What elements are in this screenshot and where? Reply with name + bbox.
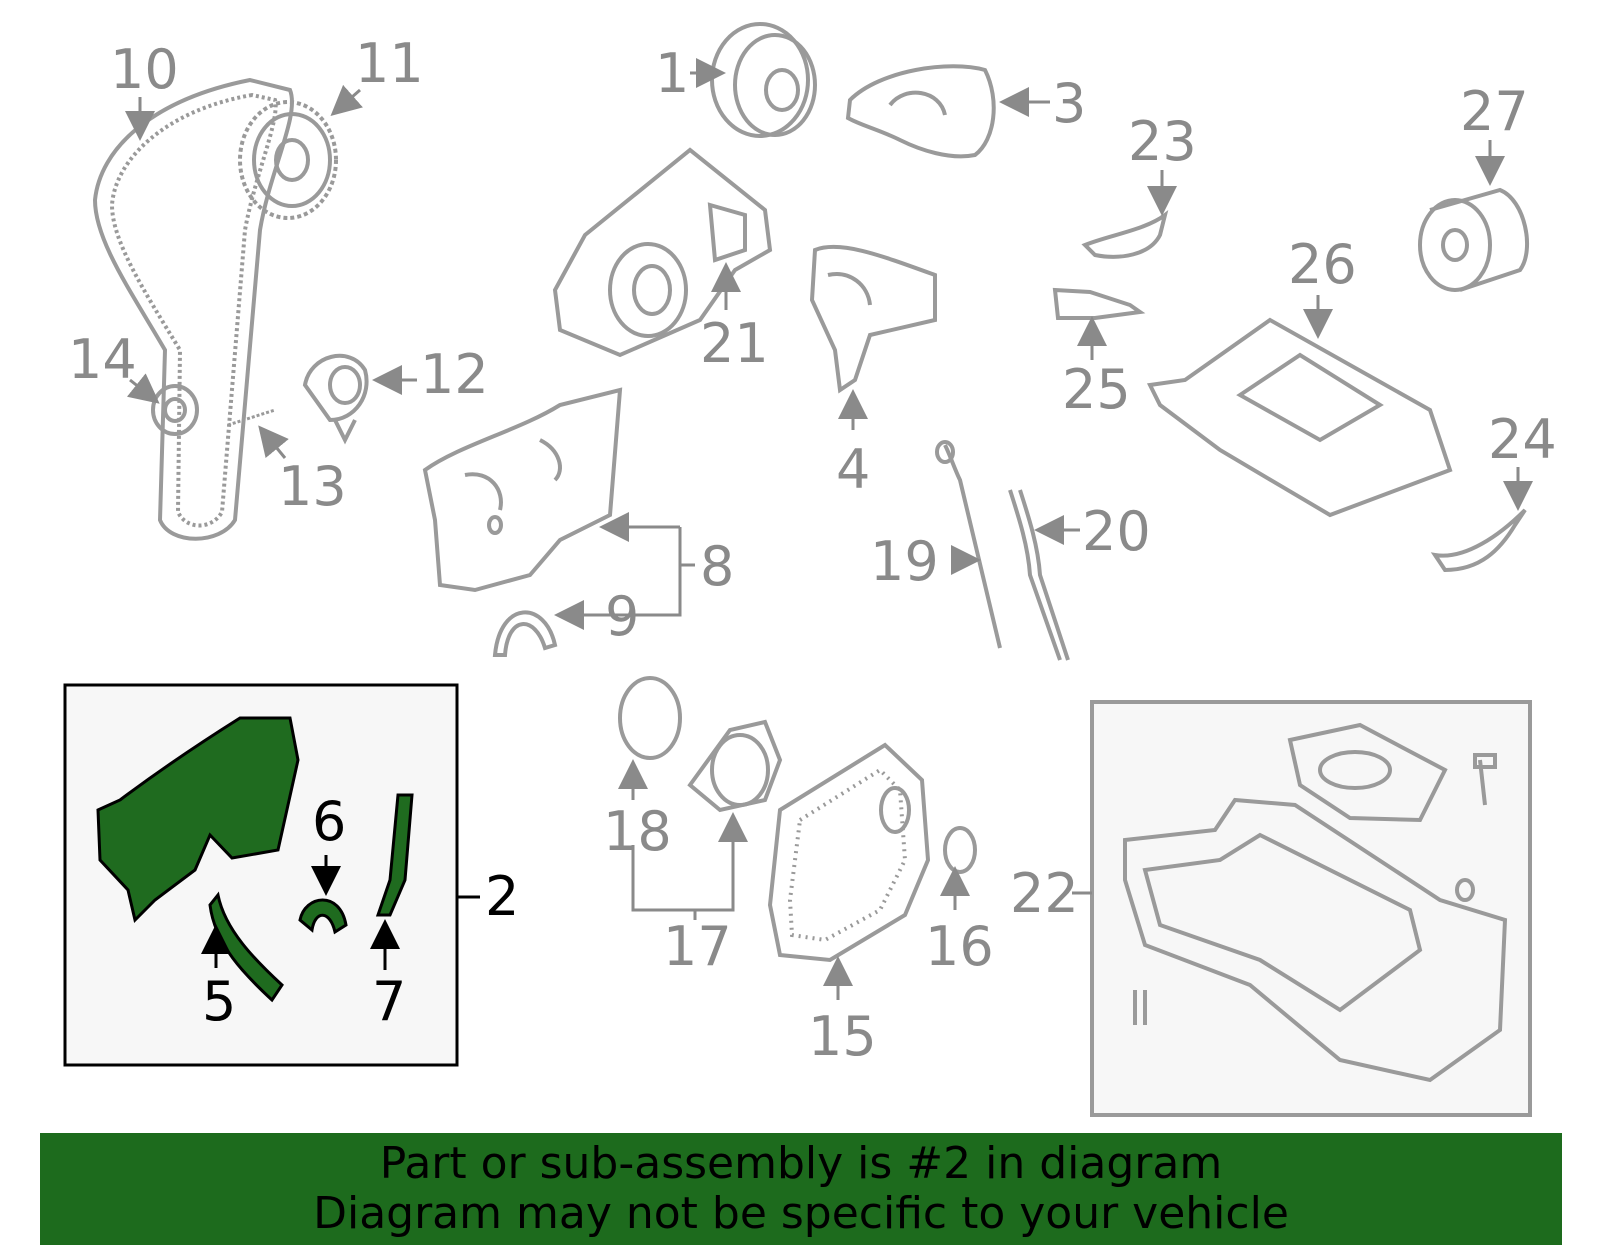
cover-seal-drawing: [492, 610, 558, 657]
oil-filter-drawing: [1418, 187, 1529, 292]
callout-22: 22: [1010, 862, 1079, 925]
callout-17: 17: [663, 915, 732, 978]
dipstick-drawing: [935, 440, 1070, 661]
callout-27: 27: [1460, 80, 1529, 143]
banner-background: [40, 1133, 1562, 1245]
tensioner-drawing: [302, 353, 369, 445]
callout-1: 1: [655, 42, 689, 105]
small-parts-drawing: [1052, 210, 1527, 573]
banner-line-disclaimer: Diagram may not be specific to your vehi…: [313, 1188, 1289, 1239]
callout-10: 10: [110, 38, 179, 101]
callout-26: 26: [1288, 233, 1357, 296]
callout-25: 25: [1062, 358, 1131, 421]
part-22-box: [1090, 700, 1532, 1117]
callout-9: 9: [605, 585, 639, 648]
callout-20: 20: [1082, 500, 1151, 563]
callout-16: 16: [925, 915, 994, 978]
crank-pulley-drawing: [710, 22, 817, 138]
info-banner: Part or sub-assembly is #2 in diagram Di…: [40, 1133, 1562, 1245]
oring-drawing: [618, 676, 682, 760]
seal-retainer-drawing: [687, 719, 783, 813]
timing-cover-drawing: [422, 387, 623, 593]
callout-5: 5: [202, 970, 236, 1033]
callout-11: 11: [355, 32, 424, 95]
callout-23: 23: [1128, 110, 1197, 173]
callout-3: 3: [1052, 72, 1086, 135]
oil-pump-drawing: [552, 147, 773, 358]
plug-drawing: [943, 826, 977, 874]
callout-8: 8: [700, 535, 734, 598]
timing-cover-assembly-highlight: [96, 716, 414, 1003]
leader-lines-selected: [201, 855, 480, 970]
idler-pulley-drawing: [151, 384, 199, 436]
lower-timing-cover-drawing: [809, 244, 937, 394]
callout-18: 18: [603, 800, 672, 863]
callout-13: 13: [278, 455, 347, 518]
timing-belt-drawing: [92, 77, 294, 541]
callout-7: 7: [372, 970, 406, 1033]
upper-cover-drawing: [845, 64, 996, 159]
cam-sprocket-drawing: [238, 100, 338, 220]
callout-2: 2: [485, 865, 519, 928]
callout-19: 19: [870, 530, 939, 593]
callout-12: 12: [420, 343, 489, 406]
callout-4: 4: [836, 438, 870, 501]
oil-pan-lower-drawing: [1123, 722, 1508, 1083]
tensioner-spring-drawing: [227, 408, 276, 427]
callout-15: 15: [808, 1005, 877, 1068]
callout-6: 6: [312, 790, 346, 853]
callout-21: 21: [700, 312, 769, 375]
banner-line-part: Part or sub-assembly is #2 in diagram: [379, 1138, 1223, 1189]
oil-pan-upper-drawing: [1146, 317, 1453, 518]
rear-gasket-drawing: [767, 742, 931, 963]
leader-lines: [125, 58, 1533, 1000]
callout-14: 14: [68, 328, 137, 391]
callout-24: 24: [1488, 408, 1557, 471]
